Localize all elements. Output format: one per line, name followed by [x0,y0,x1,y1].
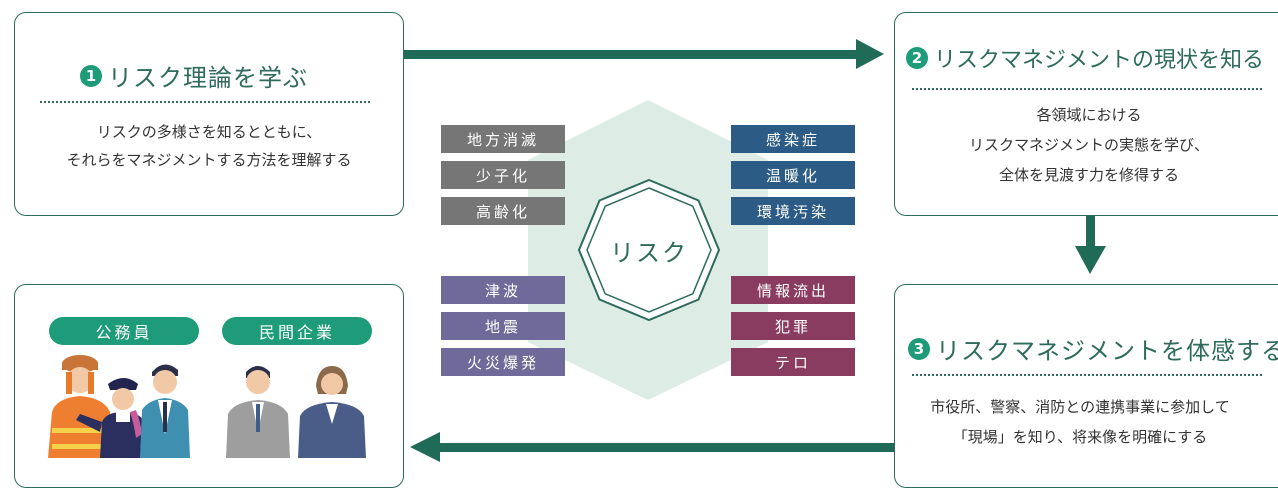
risk-tag-aging: 高齢化 [441,197,565,225]
step1-number-icon: 1 [80,64,102,87]
step1-description: リスクの多様さを知るとともに、 それらをマネジメントする方法を理解する [66,123,352,169]
businessman-icon [226,366,290,458]
risk-tag-fire-explosion: 火災爆発 [441,348,565,376]
step3-title-text: リスクマネジメントを体感する [936,337,1278,365]
business-people-illustration [226,366,366,458]
step3-title: 3 リスクマネジメントを体感する [908,331,1278,366]
risk-tag-earthquake: 地震 [441,312,565,340]
civil-servant-icon [140,364,190,458]
risk-tag-crime: 犯罪 [731,312,855,340]
step1-box [14,12,404,216]
private-company-label: 民間企業 [222,317,372,345]
step2-box [894,12,1278,216]
public-servant-label: 公務員 [49,317,199,345]
risk-tag-terrorism: テロ [731,348,855,376]
risk-tag-regional-extinction: 地方消滅 [441,125,565,153]
arrow-right-icon [404,39,884,69]
step1-divider [40,101,370,103]
step2-description: 各領域における リスクマネジメントの実態を学び、 全体を見渡す力を修得する [968,106,1209,184]
step3-number-icon: 3 [908,337,930,360]
step2-title-text: リスクマネジメントの現状を知る [934,48,1265,73]
arrow-left-icon [410,432,896,462]
arrow-down-icon [1075,216,1106,274]
risk-tag-tsunami: 津波 [441,276,565,304]
step1-title: 1 リスク理論を学ぶ [80,58,308,93]
step2-number-icon: 2 [906,47,928,69]
step3-box [894,284,1278,488]
risk-tag-pollution: 環境汚染 [731,197,855,225]
risk-tag-declining-birthrate: 少子化 [441,161,565,189]
step3-divider [912,374,1262,376]
step2-title: 2 リスクマネジメントの現状を知る [906,42,1264,74]
risk-tag-infectious-disease: 感染症 [731,125,855,153]
public-servants-illustration [48,355,190,458]
risk-tag-global-warming: 温暖化 [731,161,855,189]
step3-description: 市役所、警察、消防との連携事業に参加して 「現場」を知り、将来像を明確にする [930,398,1230,446]
firefighter-icon [48,355,114,458]
step1-title-text: リスク理論を学ぶ [108,64,308,92]
police-officer-icon [76,378,146,458]
risk-tag-data-leak: 情報流出 [731,276,855,304]
step2-divider [912,88,1262,90]
businesswoman-icon [298,366,366,458]
risk-octagon-icon [577,178,721,322]
risk-center-label: リスク [610,239,688,267]
